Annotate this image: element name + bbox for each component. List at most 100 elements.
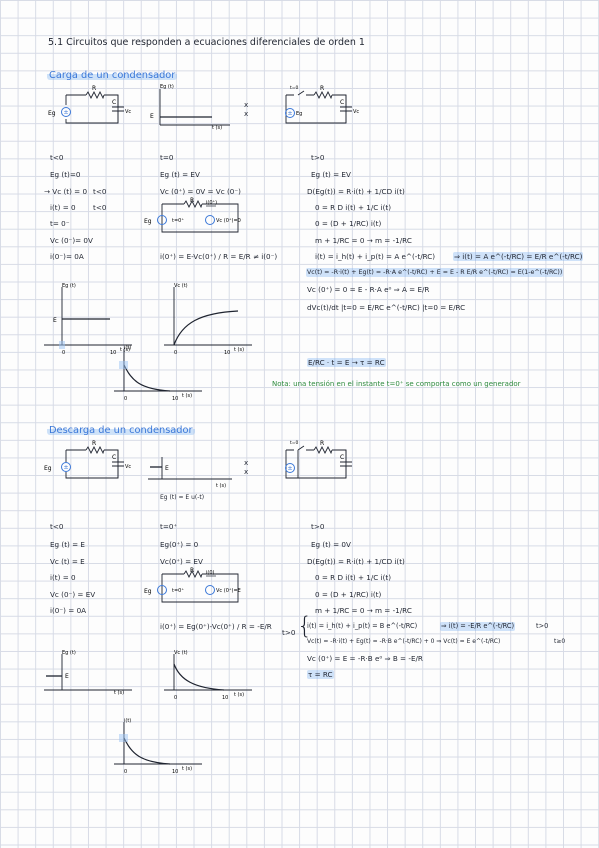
d-circuit-source: Eg [44, 465, 52, 472]
carga-col3-head: t>0 [311, 153, 325, 162]
g-eg-x1: 10 [110, 350, 116, 356]
sw-label-switch: t=0 [290, 85, 299, 91]
gd-eg-xlabel: t (s) [114, 690, 124, 696]
step-graph-descarga: E t (s) [148, 445, 238, 489]
d-circuit-vc: Vc [125, 464, 131, 470]
graph-eg-carga: Eg (t) E 0 10 t (s) [40, 283, 140, 356]
carga-col1-l5: Vc (0⁻)= 0V [50, 236, 93, 245]
graph-vc-descarga: Vc (t) 0 10 t (s) [160, 650, 260, 701]
descarga-col2-l3: i(0⁺) = Eg(0⁺)-Vc(0⁺) / R = -E/R [160, 622, 272, 631]
carga-col3-l9: dVc(t)/dt |t=0 = E/RC e^(-t/RC) |t=0 = E… [307, 303, 466, 312]
descarga-col1-l3: i(t) = 0 [50, 573, 76, 582]
circuit-rc-descarga: ± Eg R C Vc [44, 440, 131, 488]
descarga-col3-l2: D(Eg(t)) = R·i(t) + 1/CD i(t) [307, 557, 405, 566]
gd-i-ylabel: i(t) [124, 718, 131, 724]
carga-col3-l4: 0 = (D + 1/RC) i(t) [315, 219, 382, 228]
step-ylabel: Eg (t) [160, 84, 174, 90]
circuit-t0-descarga: Eg R i(0) t=0⁺ Vc (0⁺)=E [144, 567, 241, 608]
descarga-col3-l7c: t≥0 [554, 638, 566, 645]
descarga-col3-head: t>0 [311, 522, 325, 531]
descarga-col3-l4: 0 = (D + 1/RC) i(t) [315, 590, 382, 599]
descarga-col3-l3: 0 = R D i(t) + 1/C i(t) [315, 573, 391, 582]
carga-col1-head: t<0 [50, 153, 64, 162]
carga-col1-l6: i(0⁻)= 0A [50, 252, 84, 261]
descarga-col1-head: t<0 [50, 522, 64, 531]
svg-text:±: ± [287, 465, 292, 472]
step-level: E [150, 113, 154, 120]
carga-col1-l4: t= 0⁻ [50, 219, 70, 228]
t0-i: i(0⁺) [206, 200, 217, 206]
carga-col3-l6: i(t) = i_h(t) + i_p(t) = A e^(-t/RC) [315, 252, 436, 261]
g-vc-xlabel: t (s) [234, 347, 244, 353]
graph-i-descarga: i(t) 0 10 t (s) [110, 718, 210, 775]
d-sw-cap: C [340, 454, 344, 461]
t0-t: t=0⁺ [172, 218, 184, 224]
sw-label-vc: Vc [353, 109, 359, 115]
t0-src: Eg [144, 218, 152, 225]
g-eg-level: E [53, 317, 57, 324]
d-circuit-res: R [92, 440, 96, 447]
svg-text:±: ± [63, 464, 68, 471]
brace: { [297, 612, 313, 640]
g-vc-ylabel: Vc (t) [174, 283, 188, 289]
d-t0-src: Eg [144, 588, 152, 595]
section-heading-descarga: Descarga de un condensador [47, 425, 195, 436]
svg-text:±: ± [63, 109, 68, 116]
carga-col3-l10: E/RC · t = E → τ = RC [307, 358, 386, 367]
circuit-label-capacitor: C [112, 99, 116, 106]
gd-vc-x1: 10 [222, 695, 228, 701]
step-xlabel: t (s) [212, 125, 222, 131]
descarga-col2-l2: Vc(0⁺) = EV [160, 557, 203, 566]
circuit-label-vc: Vc [125, 109, 131, 115]
descarga-col2-l1: Eg(0⁺) = 0 [160, 540, 199, 549]
graph-vc-carga: Vc (t) 0 10 t (s) [160, 283, 260, 356]
t0-vc: Vc (0⁺)=0 [216, 218, 241, 224]
carga-col1-l1: Eg (t)=0 [50, 170, 81, 179]
d-t0-i: i(0) [206, 570, 215, 576]
g-i-x0: 0 [124, 396, 127, 402]
g-i-xlabel: t (s) [182, 393, 192, 399]
sw-label-source: Eg [296, 111, 302, 117]
d-circuit-cap: C [112, 454, 116, 461]
carga-col1-l3: i(t) = 0 [50, 203, 76, 212]
d-t0-t: t=0⁺ [172, 588, 184, 594]
gd-i-xlabel: t (s) [182, 766, 192, 772]
carga-col3-l5: m + 1/RC = 0 → m = -1/RC [315, 236, 412, 245]
carga-col3-l2: D(Eg(t)) = R·i(t) + 1/CD i(t) [307, 187, 405, 196]
descarga-col1-l4: Vc (0⁻) = EV [50, 590, 96, 599]
circuit-label-resistor: R [92, 85, 96, 92]
d-t0-res: R [190, 567, 194, 574]
circuit-t0-carga: Eg R i(0⁺) t=0⁺ Vc (0⁺)=0 [144, 197, 241, 238]
sw-label-resistor: R [320, 85, 324, 92]
d-sw-switch: t=0 [290, 440, 299, 446]
sw-label-capacitor: C [340, 99, 344, 106]
section-heading-carga: Carga de un condensador [47, 70, 178, 81]
gd-eg-ylabel: Eg (t) [62, 650, 76, 656]
carga-col2-l1: Eg (t) = EV [160, 170, 200, 179]
page-title: 5.1 Circuitos que responden a ecuaciones… [48, 37, 365, 48]
descarga-col3-l6b: ⇒ i(t) = -E/R e^(-t/RC) [440, 622, 516, 631]
descarga-col1-l1: Eg (t) = E [50, 540, 85, 549]
g-eg-xlabel: t (s) [120, 347, 130, 353]
carga-col2-head: t=0 [160, 153, 174, 162]
svg-text:±: ± [287, 110, 292, 117]
d-step-eq: Eg (t) = E u(-t) [160, 494, 205, 501]
carga-col2-l2: Vc (0⁺) = 0V = Vc (0⁻) [160, 187, 241, 196]
g-vc-x1: 10 [224, 350, 230, 356]
carga-col3-l6b: ⇒ i(t) = A e^(-t/RC) = E/R e^(-t/RC) [453, 252, 584, 261]
circuit-label-source: Eg [48, 110, 56, 117]
graph-eg-descarga: Eg (t) E t (s) [40, 650, 140, 696]
d-sw-res: R [320, 440, 324, 447]
circuit-rc-carga: ± Eg R C Vc [48, 85, 131, 133]
g-eg-x0: 0 [62, 350, 65, 356]
descarga-col3-l1: Eg (t) = 0V [311, 540, 351, 549]
descarga-col2-head: t=0⁺ [160, 522, 178, 531]
circuit-rc-switch-descarga: ± t=0 R C [276, 440, 366, 488]
d-step-xlabel: t (s) [216, 483, 226, 489]
carga-col2-l3: i(0⁺) = E-Vc(0⁺) / R = E/R ≠ i(0⁻) [160, 252, 278, 261]
descarga-col3-l8: Vc (0⁺) = E = -R·B e⁰ ⇒ B = -E/R [307, 654, 423, 663]
carga-col3-l7: Vc(t) = -R·i(t) + Eg(t) = -R·A e^(-t/RC)… [306, 268, 564, 277]
carga-col3-l3: 0 = R D i(t) + 1/C i(t) [315, 203, 391, 212]
carga-col1-l3b: t<0 [93, 203, 107, 212]
